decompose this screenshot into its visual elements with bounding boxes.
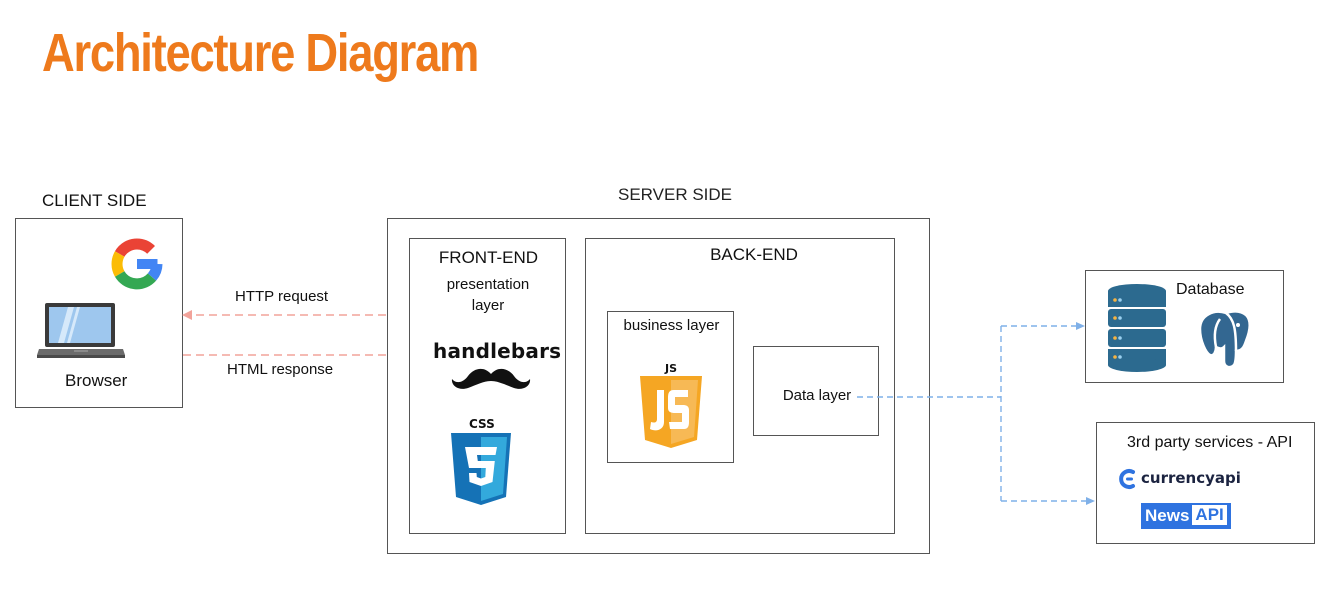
third-party-services-box: 3rd party services - API currencyapi New… <box>1096 422 1315 544</box>
laptop-icon <box>37 303 125 358</box>
css-badge-label: CSS <box>469 417 495 431</box>
database-box: Database <box>1085 270 1284 383</box>
handlebars-logo-text: handlebars <box>433 339 562 363</box>
mustache-icon <box>451 368 531 389</box>
database-server-icon <box>1108 284 1166 372</box>
data-layer-box: Data layer <box>753 346 879 436</box>
html-response-label: HTML response <box>227 361 334 378</box>
page-title: Architecture Diagram <box>42 23 479 83</box>
frontend-box: FRONT-END presentation layer handlebars … <box>409 238 566 534</box>
javascript-icon <box>640 376 702 448</box>
currencyapi-logo-text: currencyapi <box>1141 469 1241 487</box>
newsapi-api-text: API <box>1192 505 1227 525</box>
newsapi-news-text: News <box>1145 506 1190 525</box>
postgresql-elephant-icon <box>1198 310 1251 369</box>
frontend-subtitle: presentation layer <box>446 276 530 314</box>
browser-label: Browser <box>65 371 128 390</box>
client-box: Browser <box>15 218 183 408</box>
database-title: Database <box>1176 281 1245 298</box>
currencyapi-icon <box>1119 469 1135 489</box>
google-icon <box>111 238 163 290</box>
js-badge-label: JS <box>665 362 678 375</box>
backend-box: BACK-END business layer JS Data layer <box>585 238 895 534</box>
css3-icon <box>451 433 511 505</box>
client-side-heading: CLIENT SIDE <box>42 191 147 210</box>
http-request-label: HTTP request <box>235 288 329 305</box>
data-layer-label: Data layer <box>782 387 852 404</box>
business-layer-label: business layer <box>623 317 720 334</box>
frontend-title: FRONT-END <box>438 248 539 267</box>
server-side-heading: SERVER SIDE <box>618 185 733 204</box>
backend-title: BACK-END <box>710 245 798 264</box>
services-title: 3rd party services - API <box>1127 434 1293 451</box>
business-layer-box: business layer JS <box>607 311 734 463</box>
